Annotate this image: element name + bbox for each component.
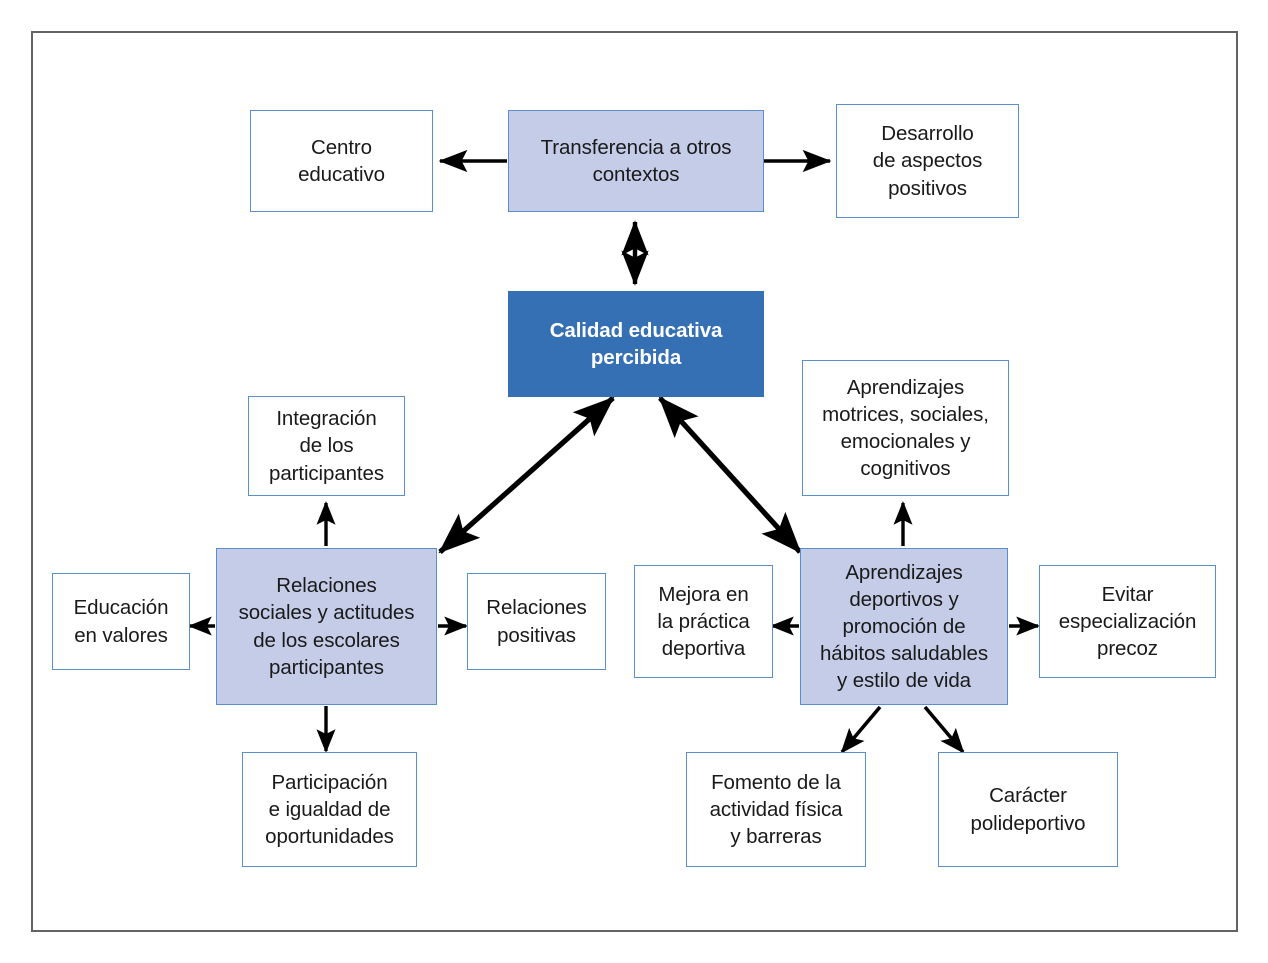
node-relaciones-sociales-actitudes[interactable]: Relaciones sociales y actitudes de los e… <box>216 548 437 705</box>
arrow-deportivos-to-fomento <box>840 705 882 754</box>
arrow-calidad-aprendizajes <box>658 396 802 554</box>
node-transferencia-contextos[interactable]: Transferencia a otros contextos <box>508 110 764 212</box>
node-caracter-polideportivo[interactable]: Carácter polideportivo <box>938 752 1118 867</box>
node-participacion-igualdad[interactable]: Participación e igualdad de oportunidade… <box>242 752 417 867</box>
node-aprendizajes-motrices[interactable]: Aprendizajes motrices, sociales, emocion… <box>802 360 1009 496</box>
node-mejora-practica-deportiva[interactable]: Mejora en la práctica deportiva <box>634 565 773 678</box>
diagram-frame: Centro educativo Transferencia a otros c… <box>31 31 1238 932</box>
node-relaciones-positivas[interactable]: Relaciones positivas <box>467 573 606 670</box>
node-evitar-especializacion-precoz[interactable]: Evitar especialización precoz <box>1039 565 1216 678</box>
arrow-deportivos-to-caracter <box>923 705 965 754</box>
node-calidad-educativa-percibida[interactable]: Calidad educativa percibida <box>508 291 764 397</box>
node-centro-educativo[interactable]: Centro educativo <box>250 110 433 212</box>
node-integracion-participantes[interactable]: Integración de los participantes <box>248 396 405 496</box>
node-desarrollo-aspectos-positivos[interactable]: Desarrollo de aspectos positivos <box>836 104 1019 218</box>
node-aprendizajes-deportivos-habitos[interactable]: Aprendizajes deportivos y promoción de h… <box>800 548 1008 705</box>
node-fomento-actividad-fisica[interactable]: Fomento de la actividad física y barrera… <box>686 752 866 867</box>
arrow-calidad-relaciones <box>438 396 615 554</box>
node-educacion-en-valores[interactable]: Educación en valores <box>52 573 190 670</box>
